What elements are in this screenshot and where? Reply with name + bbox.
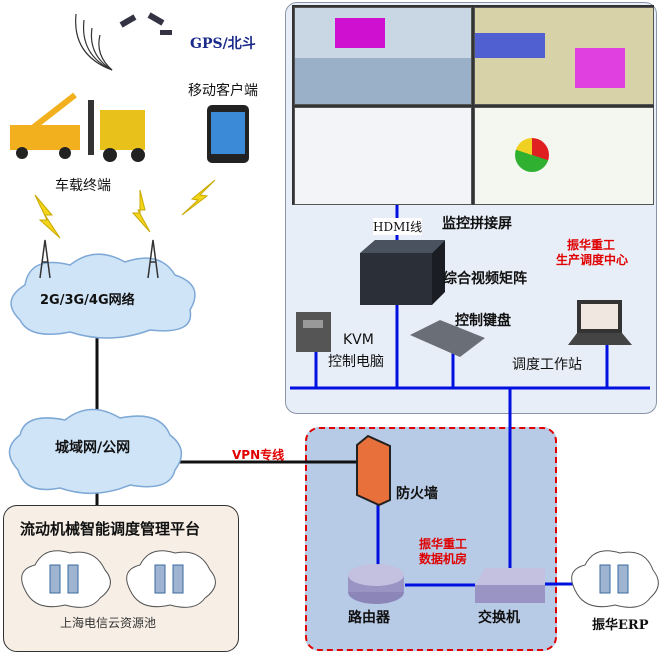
matrix-label: 综合视频矩阵 — [443, 271, 527, 287]
kvm-icon — [296, 312, 331, 352]
platform-title: 流动机械智能调度管理平台 — [20, 520, 201, 538]
firewall-label: 防火墙 — [396, 486, 438, 502]
datacenter-label-1: 振华重工 — [419, 537, 468, 551]
lightning-icon — [181, 179, 216, 216]
control-pc-label: 控制电脑 — [328, 354, 384, 370]
metro-network-label: 城域网/公网 — [55, 440, 131, 456]
video-wall-label: 监控拼接屏 — [442, 216, 512, 232]
signal-waves — [75, 13, 113, 71]
cloud-pool-label: 上海电信云资源池 — [60, 616, 157, 630]
hdmi-label: HDMI线 — [373, 218, 423, 235]
firewall-icon — [356, 434, 391, 507]
form-screen — [294, 107, 472, 205]
kvm-label: KVM — [343, 332, 374, 348]
gps-label: GPS/北斗 — [190, 36, 256, 52]
chart-screen — [474, 107, 654, 205]
lightning-icon — [131, 189, 151, 233]
cell-towers — [39, 239, 159, 279]
switch-label: 交换机 — [478, 610, 520, 626]
metro-network-cloud — [8, 408, 183, 495]
center-label-1: 振华重工 — [567, 238, 616, 252]
router-icon — [348, 564, 404, 604]
mobile-client-label: 移动客户端 — [188, 83, 258, 99]
map-screen-right — [474, 7, 654, 105]
switch-icon — [475, 568, 545, 603]
keyboard-label: 控制键盘 — [455, 313, 511, 329]
erp-cloud — [571, 550, 659, 608]
erp-label: 振华ERP — [592, 618, 649, 633]
control-keyboard-icon — [410, 320, 485, 357]
mobile-network-label: 2G/3G/4G网络 — [40, 293, 135, 308]
mobile-phone-icon — [207, 105, 249, 163]
datacenter-panel — [305, 427, 557, 651]
cloud-pool-2 — [126, 550, 216, 608]
map-screen-left — [294, 7, 472, 105]
vpn-label: VPN专线 — [232, 448, 285, 462]
lightning-icon — [34, 194, 61, 239]
workstation-label: 调度工作站 — [512, 357, 582, 373]
vehicle-icons — [10, 92, 145, 162]
video-matrix-icon — [360, 240, 445, 305]
datacenter-label-2: 数据机房 — [419, 552, 468, 566]
video-wall — [292, 5, 654, 205]
center-label-2: 生产调度中心 — [556, 253, 629, 267]
router-label: 路由器 — [348, 610, 390, 626]
laptop-icon — [568, 300, 632, 345]
vehicle-terminal-label: 车载终端 — [55, 178, 111, 194]
cloud-pool-1 — [21, 550, 111, 608]
satellite-icons — [119, 12, 172, 35]
